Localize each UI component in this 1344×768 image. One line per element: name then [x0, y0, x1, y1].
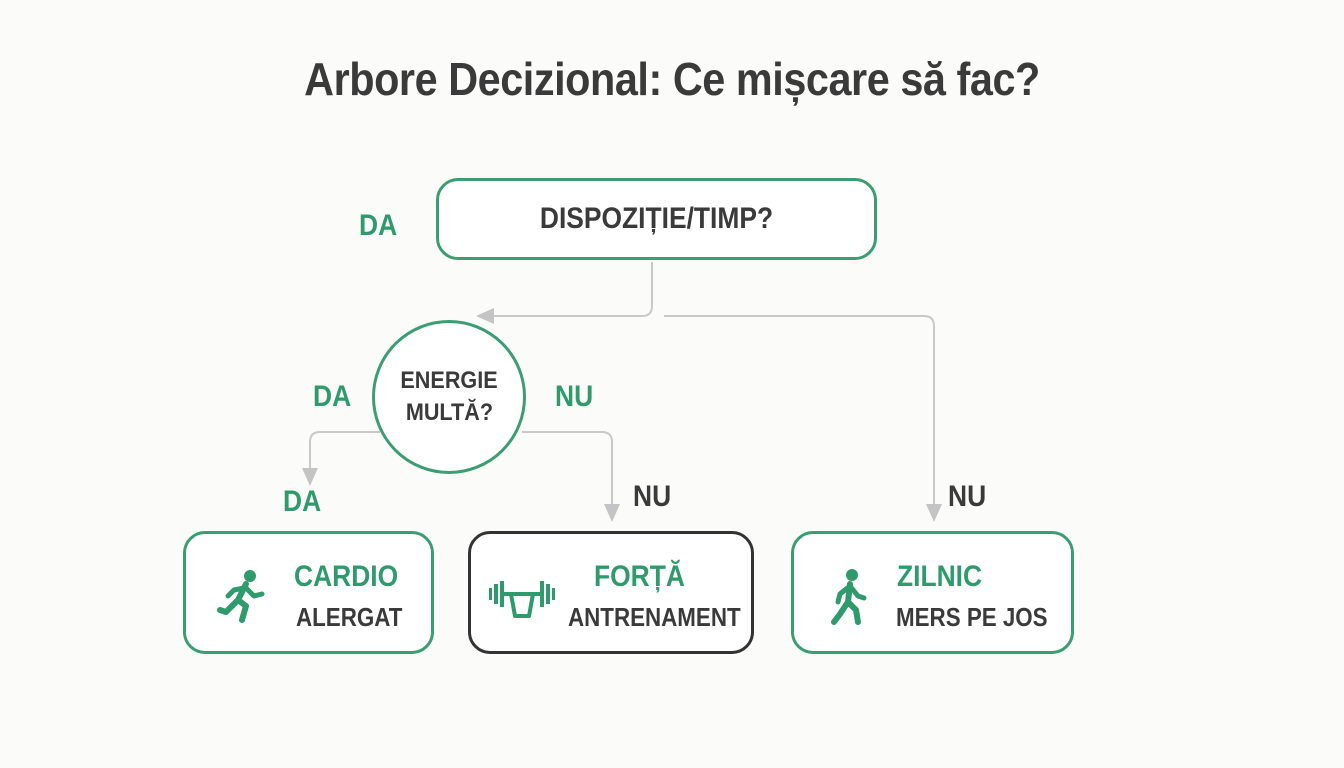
leaf-forta-subtitle: ANTRENAMENT [568, 602, 741, 632]
leaf-zilnic-title: ZILNIC [897, 560, 983, 593]
connector-energy-to-cardio [302, 431, 380, 486]
leaf-cardio-subtitle: ALERGAT [296, 602, 403, 632]
root-question-node: DISPOZIȚIE/TIMP? [436, 178, 877, 260]
leaf-forta-title: FORȚĂ [594, 560, 685, 593]
forta-branch-label: NU [633, 480, 672, 513]
energy-yes-label: DA [313, 380, 352, 413]
energy-question-line1: ENERGIE [400, 367, 498, 394]
energy-question-node: ENERGIE MULTĂ? [372, 320, 526, 474]
kettlebell-icon [489, 581, 555, 618]
leaf-forta: FORȚĂ ANTRENAMENT [468, 531, 754, 654]
energy-question-line2: MULTĂ? [405, 399, 493, 426]
connector-energy-to-forta [522, 431, 620, 522]
cardio-branch-label: DA [283, 485, 322, 518]
root-question-text: DISPOZIȚIE/TIMP? [539, 202, 774, 235]
leaf-zilnic-subtitle: MERS PE JOS [896, 602, 1048, 632]
connector-root-to-zilnic [664, 315, 942, 522]
root-yes-label: DA [359, 209, 398, 242]
leaf-cardio: CARDIO ALERGAT [183, 531, 434, 654]
connector-root-to-energy [476, 262, 653, 324]
zilnic-branch-label: NU [948, 480, 987, 513]
diagram-title: Arbore Decizional: Ce mișcare să fac? [304, 53, 1040, 105]
running-person-icon [217, 570, 265, 623]
energy-no-label: NU [555, 380, 594, 413]
leaf-zilnic: ZILNIC MERS PE JOS [791, 531, 1074, 654]
walking-person-icon [831, 569, 867, 625]
leaf-cardio-title: CARDIO [294, 560, 399, 593]
